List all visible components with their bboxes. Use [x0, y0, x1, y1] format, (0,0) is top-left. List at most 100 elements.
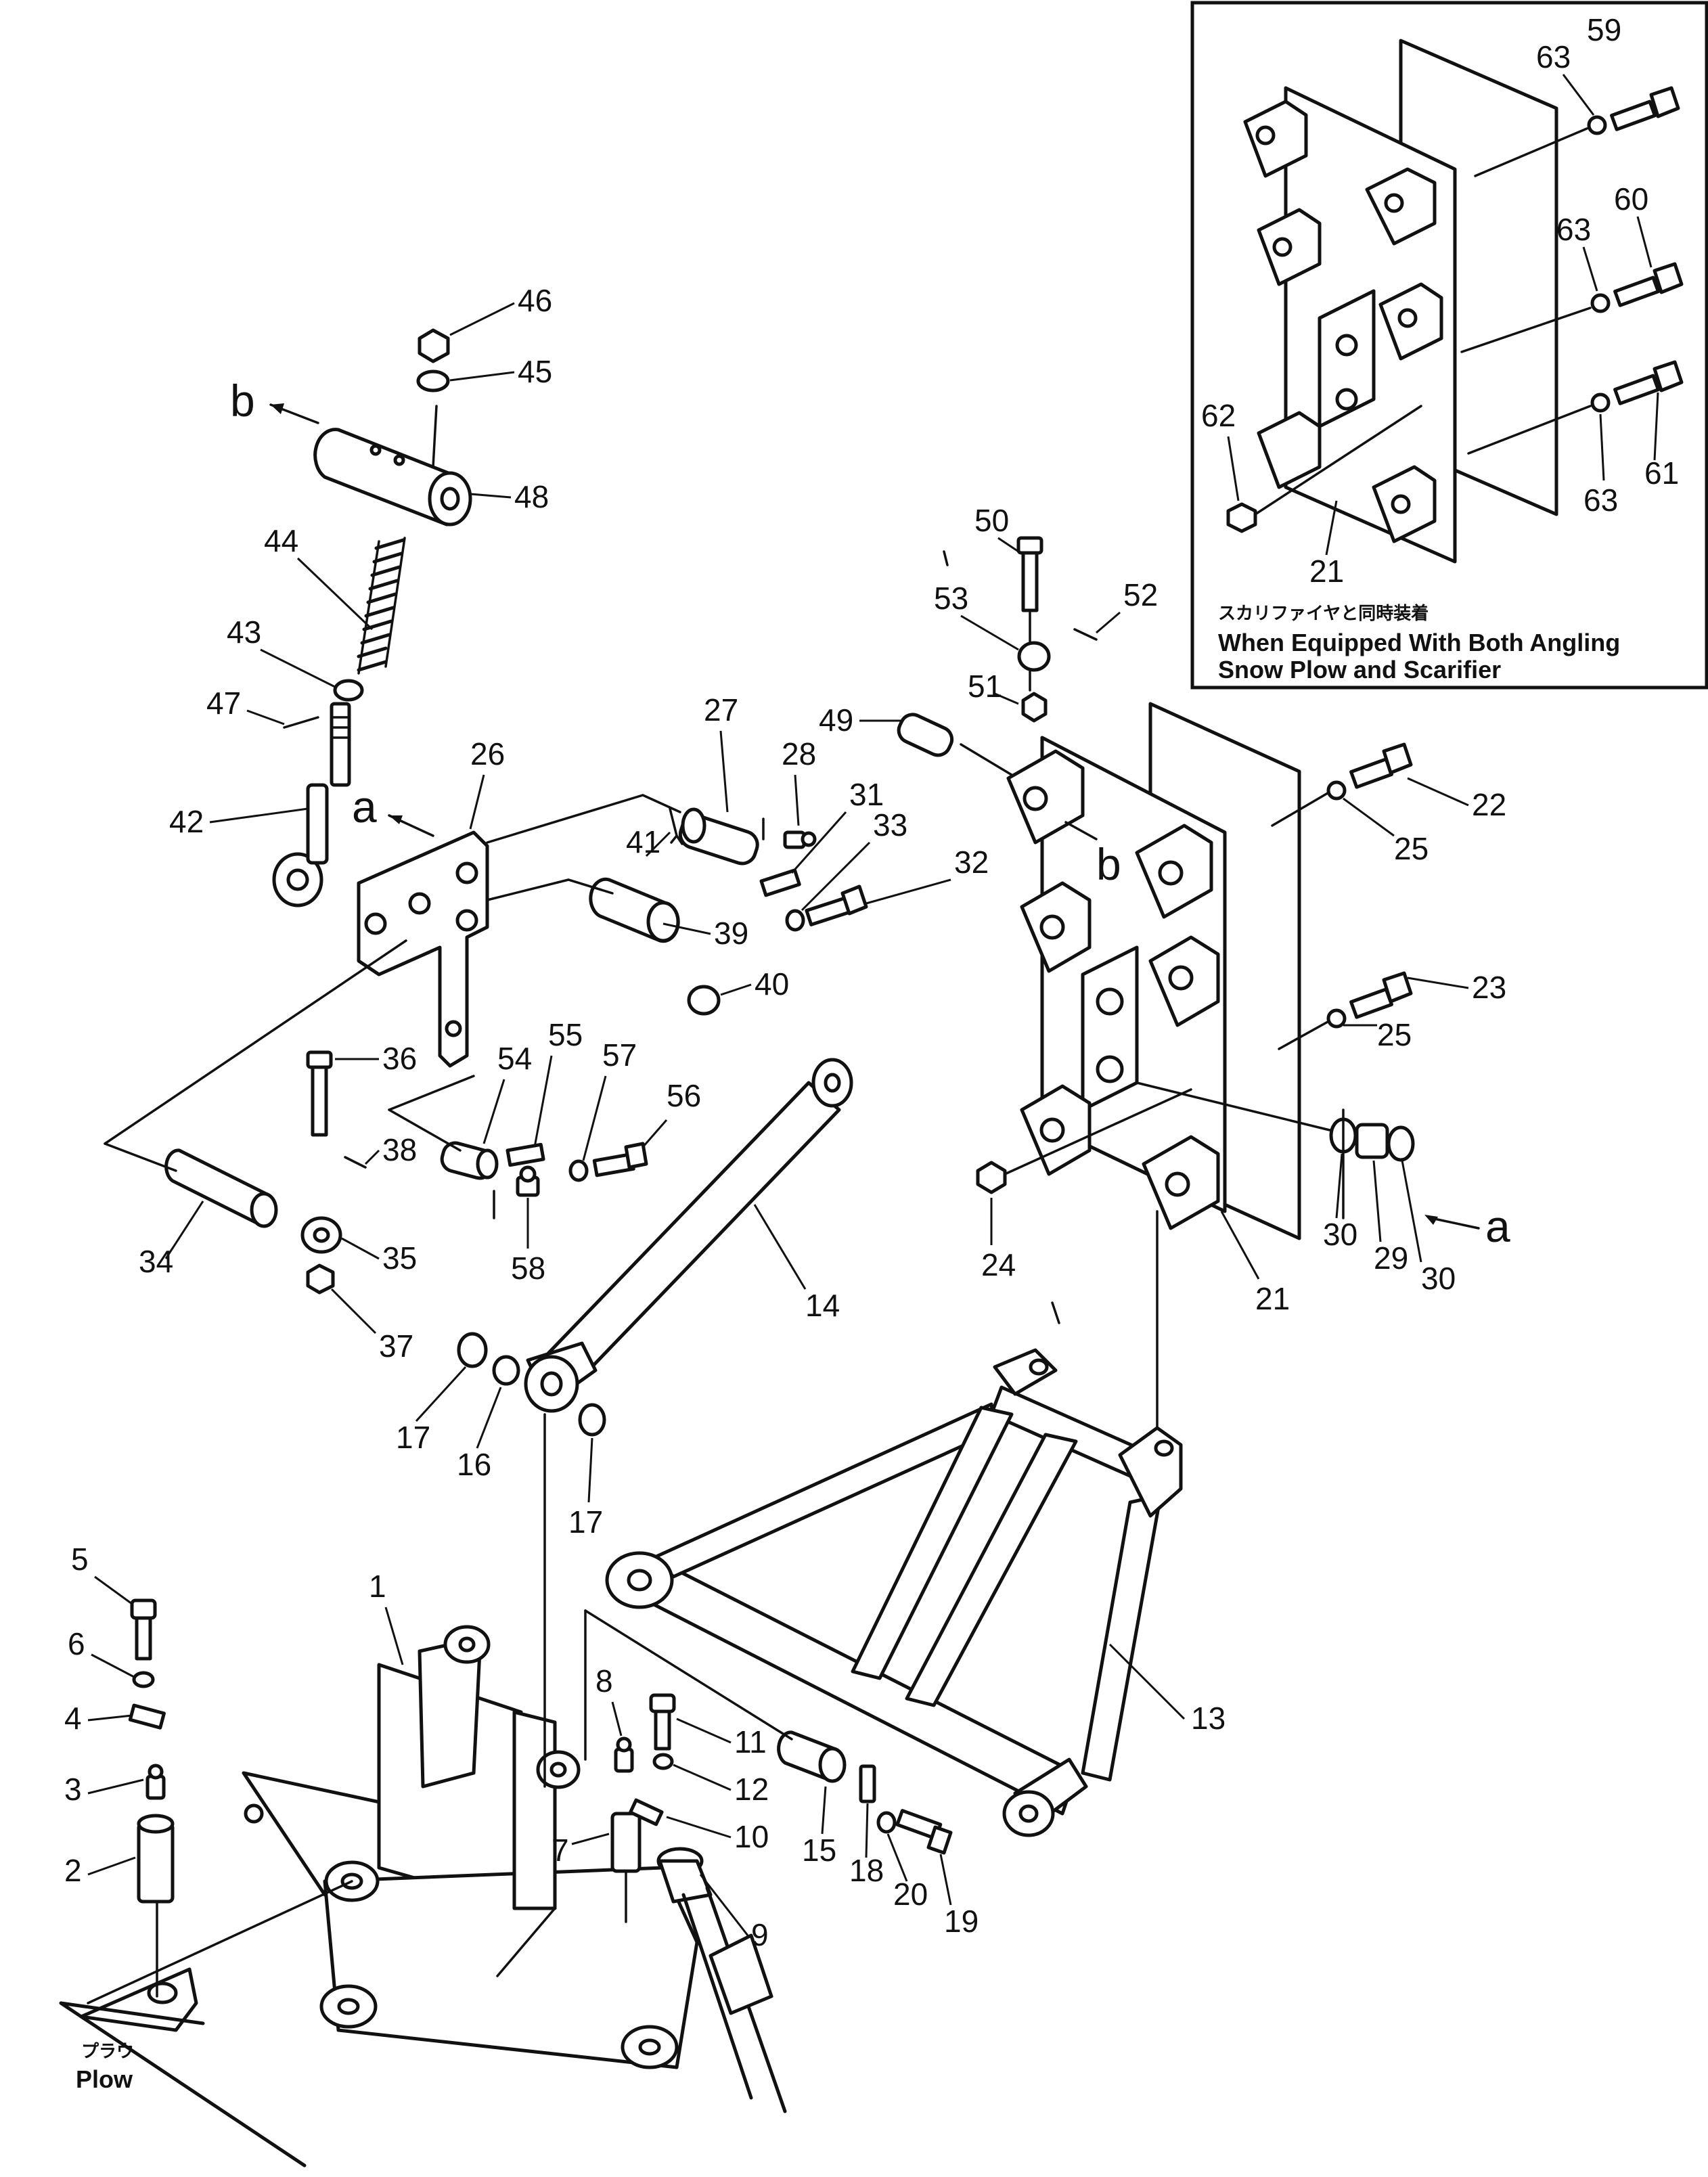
stray-mark-1 [1051, 1301, 1060, 1324]
callout-9: 9 [751, 1917, 769, 1952]
inset-detail: 59 63 60 63 62 61 63 21 スカリファイヤと同時装着 Whe… [1190, 1, 1708, 690]
pin-15 [777, 1730, 847, 1783]
callout-37: 37 [379, 1328, 413, 1364]
pivot-9 [656, 1847, 787, 2113]
washer-40 [687, 985, 721, 1016]
callout-11: 11 [734, 1724, 767, 1759]
svg-text:a: a [352, 782, 377, 832]
callout-55: 55 [548, 1017, 583, 1052]
inset-label-59: 59 [1587, 12, 1621, 47]
bolt-5 [130, 1598, 157, 1661]
callout-48: 48 [514, 479, 549, 514]
svg-text:b: b [1096, 839, 1121, 889]
callout-44: 44 [264, 523, 298, 558]
callout-25-b: 25 [1377, 1017, 1412, 1052]
washer-53 [1017, 641, 1051, 672]
callout-41: 41 [626, 824, 660, 859]
grease-fitting-58 [516, 1165, 540, 1197]
callout-28: 28 [782, 736, 816, 771]
lever-26 [357, 830, 489, 1068]
callout-6: 6 [68, 1626, 85, 1661]
cotter-38 [344, 1156, 367, 1169]
main-frame-1 [242, 1625, 699, 2069]
callout-26: 26 [470, 736, 505, 771]
pin-54 [440, 1141, 499, 1180]
plow-label-en: Plow [76, 2065, 133, 2093]
callout-10: 10 [734, 1819, 769, 1854]
bolt-36 [306, 1050, 333, 1137]
plow-outline [59, 2001, 307, 2168]
clevis-mid-right [1148, 935, 1220, 1027]
callout-17-left: 17 [396, 1420, 430, 1455]
callout-30-a: 30 [1323, 1217, 1357, 1252]
svg-text:a: a [1485, 1201, 1510, 1251]
callout-5: 5 [71, 1542, 89, 1577]
bushing-16 [492, 1355, 520, 1386]
grease-fitting-8 [614, 1736, 634, 1773]
callout-35: 35 [382, 1240, 417, 1276]
callout-23: 23 [1472, 970, 1506, 1005]
pin-49 [897, 713, 1013, 776]
callout-13: 13 [1191, 1701, 1226, 1736]
pin-34 [164, 1148, 278, 1228]
callout-7: 7 [552, 1833, 569, 1868]
washer-20 [876, 1811, 897, 1834]
bolt-32 [805, 884, 868, 926]
callout-3: 3 [64, 1772, 82, 1807]
callout-47: 47 [206, 686, 241, 721]
inset-label-63-a: 63 [1536, 39, 1571, 74]
callout-52: 52 [1123, 577, 1158, 612]
part-callouts: 1 2 3 4 5 6 7 8 9 10 11 12 13 14 15 16 1… [64, 283, 1506, 1952]
a-frame-13 [605, 1348, 1183, 1837]
callout-50: 50 [974, 503, 1009, 538]
washer-35 [300, 1216, 342, 1254]
inset-label-63-c: 63 [1583, 482, 1618, 518]
plate-18 [859, 1764, 876, 1803]
callout-56: 56 [667, 1078, 701, 1113]
nut-51 [1021, 692, 1048, 723]
clevis-lower-right [1142, 1135, 1220, 1230]
callout-34: 34 [139, 1244, 173, 1279]
callout-29: 29 [1374, 1240, 1408, 1276]
callout-22: 22 [1472, 787, 1506, 822]
callout-8: 8 [595, 1663, 613, 1699]
spring-44 [357, 537, 406, 675]
callout-25-a: 25 [1394, 831, 1429, 866]
callout-45: 45 [518, 354, 552, 389]
rod-threaded [330, 702, 351, 787]
plate-10 [629, 1798, 664, 1826]
inset-note-en-2: Snow Plow and Scarifier [1218, 656, 1501, 683]
arrow-a-plate: a [1424, 1201, 1510, 1251]
spacer-29-washers-30 [1136, 1081, 1415, 1162]
washer-45 [416, 369, 450, 392]
washer-12 [652, 1753, 674, 1770]
bolt-22 [1271, 742, 1413, 827]
callout-4: 4 [64, 1701, 82, 1736]
inset-clevis-group [1243, 99, 1443, 543]
nut-37 [306, 1263, 335, 1295]
bushing-17-left [457, 1332, 488, 1368]
plow-label-jp: プラウ [81, 2042, 134, 2062]
callout-53: 53 [934, 581, 968, 616]
bracket-plate-assembly [1006, 702, 1301, 1240]
callout-42: 42 [169, 804, 204, 839]
grease-fitting-3 [145, 1764, 166, 1800]
inset-frame [1190, 1, 1708, 690]
inset-label-60: 60 [1614, 181, 1648, 217]
washer-33 [785, 909, 805, 932]
plate-55 [505, 1142, 545, 1167]
cylinder-14 [524, 1058, 853, 1413]
callout-30-b: 30 [1421, 1261, 1456, 1296]
inset-note-jp: スカリファイヤと同時装着 [1218, 603, 1429, 624]
callout-58: 58 [511, 1251, 545, 1286]
tube-48 [313, 405, 472, 526]
plate-4 [128, 1703, 166, 1730]
callout-32: 32 [954, 845, 989, 880]
inset-bolt-61 [1467, 360, 1684, 455]
bushing-17-right [578, 1403, 606, 1437]
callout-54: 54 [497, 1041, 532, 1076]
clevis-lower-left [1020, 1084, 1092, 1176]
bushing-7 [610, 1812, 642, 1873]
inset-label-61: 61 [1644, 455, 1679, 491]
bolt-50 [1016, 536, 1043, 692]
